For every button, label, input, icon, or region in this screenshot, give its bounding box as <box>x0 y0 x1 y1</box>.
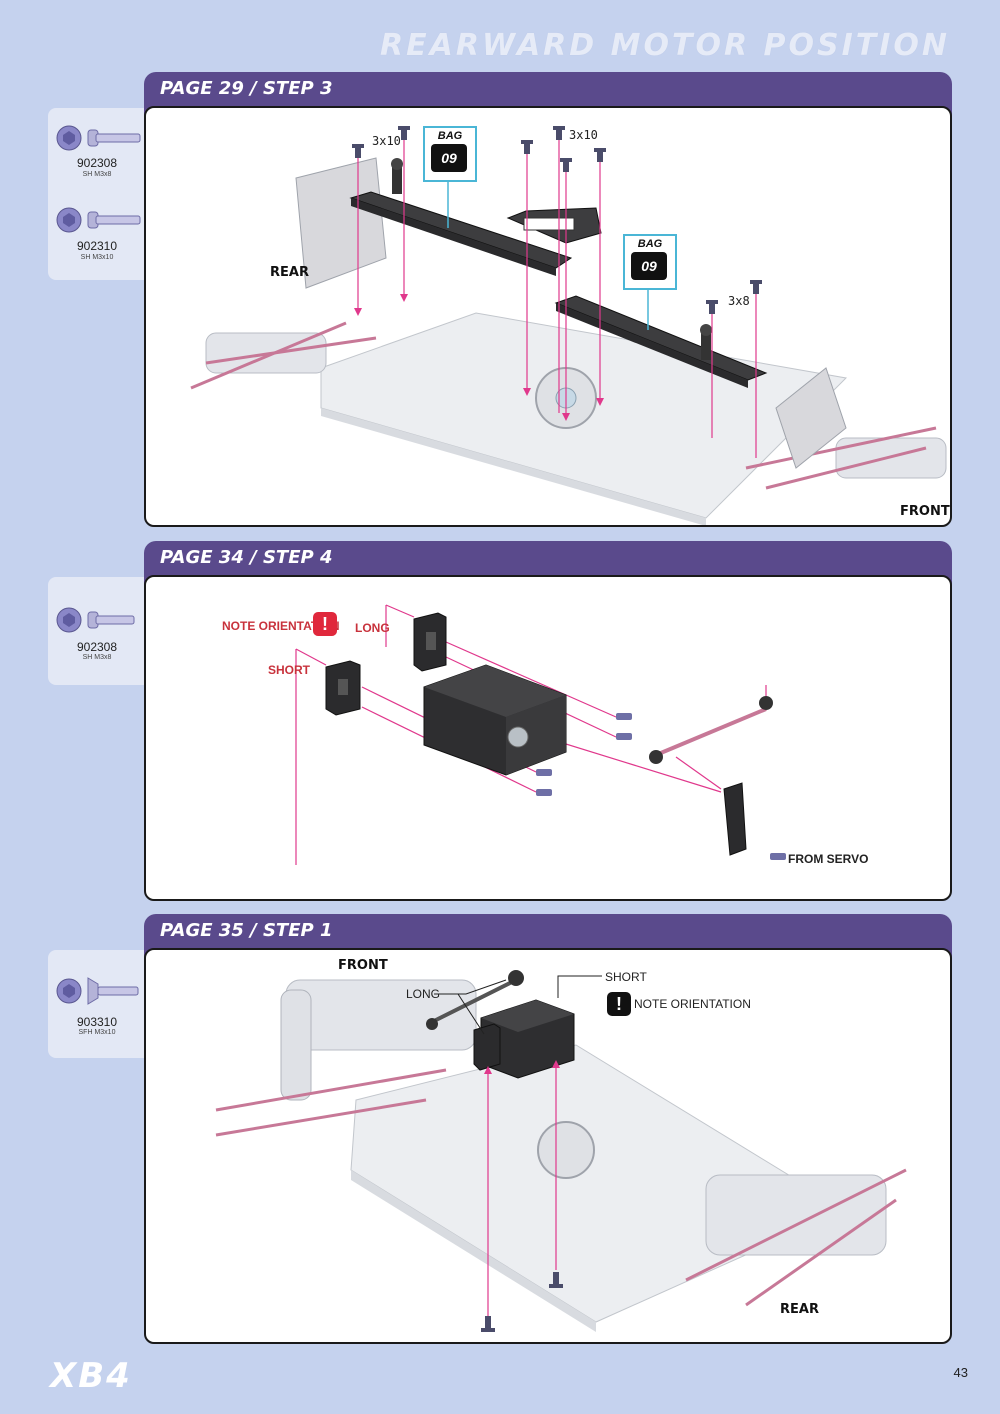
long-label: LONG <box>355 621 390 635</box>
screw-icon <box>56 977 139 1005</box>
part-number: 903310 <box>76 1015 118 1029</box>
parts-panel-step-1: 902308 SH M3x8 902310 SH M3x10 <box>48 108 146 280</box>
part-desc: SH M3x8 <box>82 171 112 178</box>
front-label: FRONT <box>338 958 388 973</box>
rear-label: REAR <box>270 265 309 280</box>
assembly-illustration-2 <box>295 604 786 865</box>
section-body: 3x10 3x10 3x8 REAR FRONT BAG 09 BAG 09 <box>144 106 952 527</box>
short-label: SHORT <box>605 970 647 984</box>
screw-size-label: 3x8 <box>728 294 750 308</box>
part-number: 902308 <box>76 156 118 170</box>
page-number: 43 <box>953 1365 968 1380</box>
note-orientation-label: NOTE ORIENTATION <box>222 619 340 633</box>
exclamation-icon: ! <box>607 992 631 1016</box>
part-desc: SH M3x8 <box>82 654 112 661</box>
page-title: REARWARD MOTOR POSITION <box>380 28 950 63</box>
assembly-illustration-1 <box>190 126 947 525</box>
bag-number: 09 <box>631 252 667 280</box>
section-header-label: PAGE 34 / STEP 4 <box>160 547 333 568</box>
rear-label: REAR <box>780 1302 819 1317</box>
parts-panel-step-3: 903310 SFH M3x10 <box>48 950 146 1058</box>
step-section-1: PAGE 29 / STEP 3 <box>144 72 952 527</box>
note-orientation-label: NOTE ORIENTATION <box>634 997 751 1011</box>
part-number: 902308 <box>76 640 118 654</box>
long-label: LONG <box>406 987 441 1001</box>
short-label: SHORT <box>268 663 310 677</box>
from-servo-label: FROM SERVO <box>788 852 869 866</box>
bag-icon: BAG 09 <box>623 234 677 290</box>
part-desc: SH M3x10 <box>80 254 114 261</box>
exclamation-icon: ! <box>313 612 337 636</box>
xb4-logo: XB4 <box>50 1356 132 1396</box>
parts-panel-step-2: 902308 SH M3x8 <box>48 577 146 685</box>
section-body: NOTE ORIENTATION ! LONG SHORT FROM SERVO <box>144 575 952 901</box>
screw-icon <box>56 125 141 233</box>
assembly-illustration-3 <box>215 970 907 1332</box>
step-section-2: PAGE 34 / STEP 4 <box>144 541 952 901</box>
part-desc: SFH M3x10 <box>78 1029 116 1036</box>
section-header-label: PAGE 35 / STEP 1 <box>160 920 333 941</box>
front-label: FRONT <box>900 504 950 519</box>
screw-icon <box>56 607 135 633</box>
part-number: 902310 <box>76 239 118 253</box>
step-section-3: PAGE 35 / STEP 1 <box>144 914 952 1344</box>
screw-size-label: 3x10 <box>372 134 401 148</box>
section-header-label: PAGE 29 / STEP 3 <box>160 78 333 99</box>
bag-word: BAG <box>437 130 463 142</box>
screw-size-label: 3x10 <box>569 128 598 142</box>
section-body: FRONT LONG SHORT ! NOTE ORIENTATION REAR <box>144 948 952 1344</box>
bag-word: BAG <box>637 238 663 250</box>
bag-icon: BAG 09 <box>423 126 477 182</box>
bag-number: 09 <box>431 144 467 172</box>
